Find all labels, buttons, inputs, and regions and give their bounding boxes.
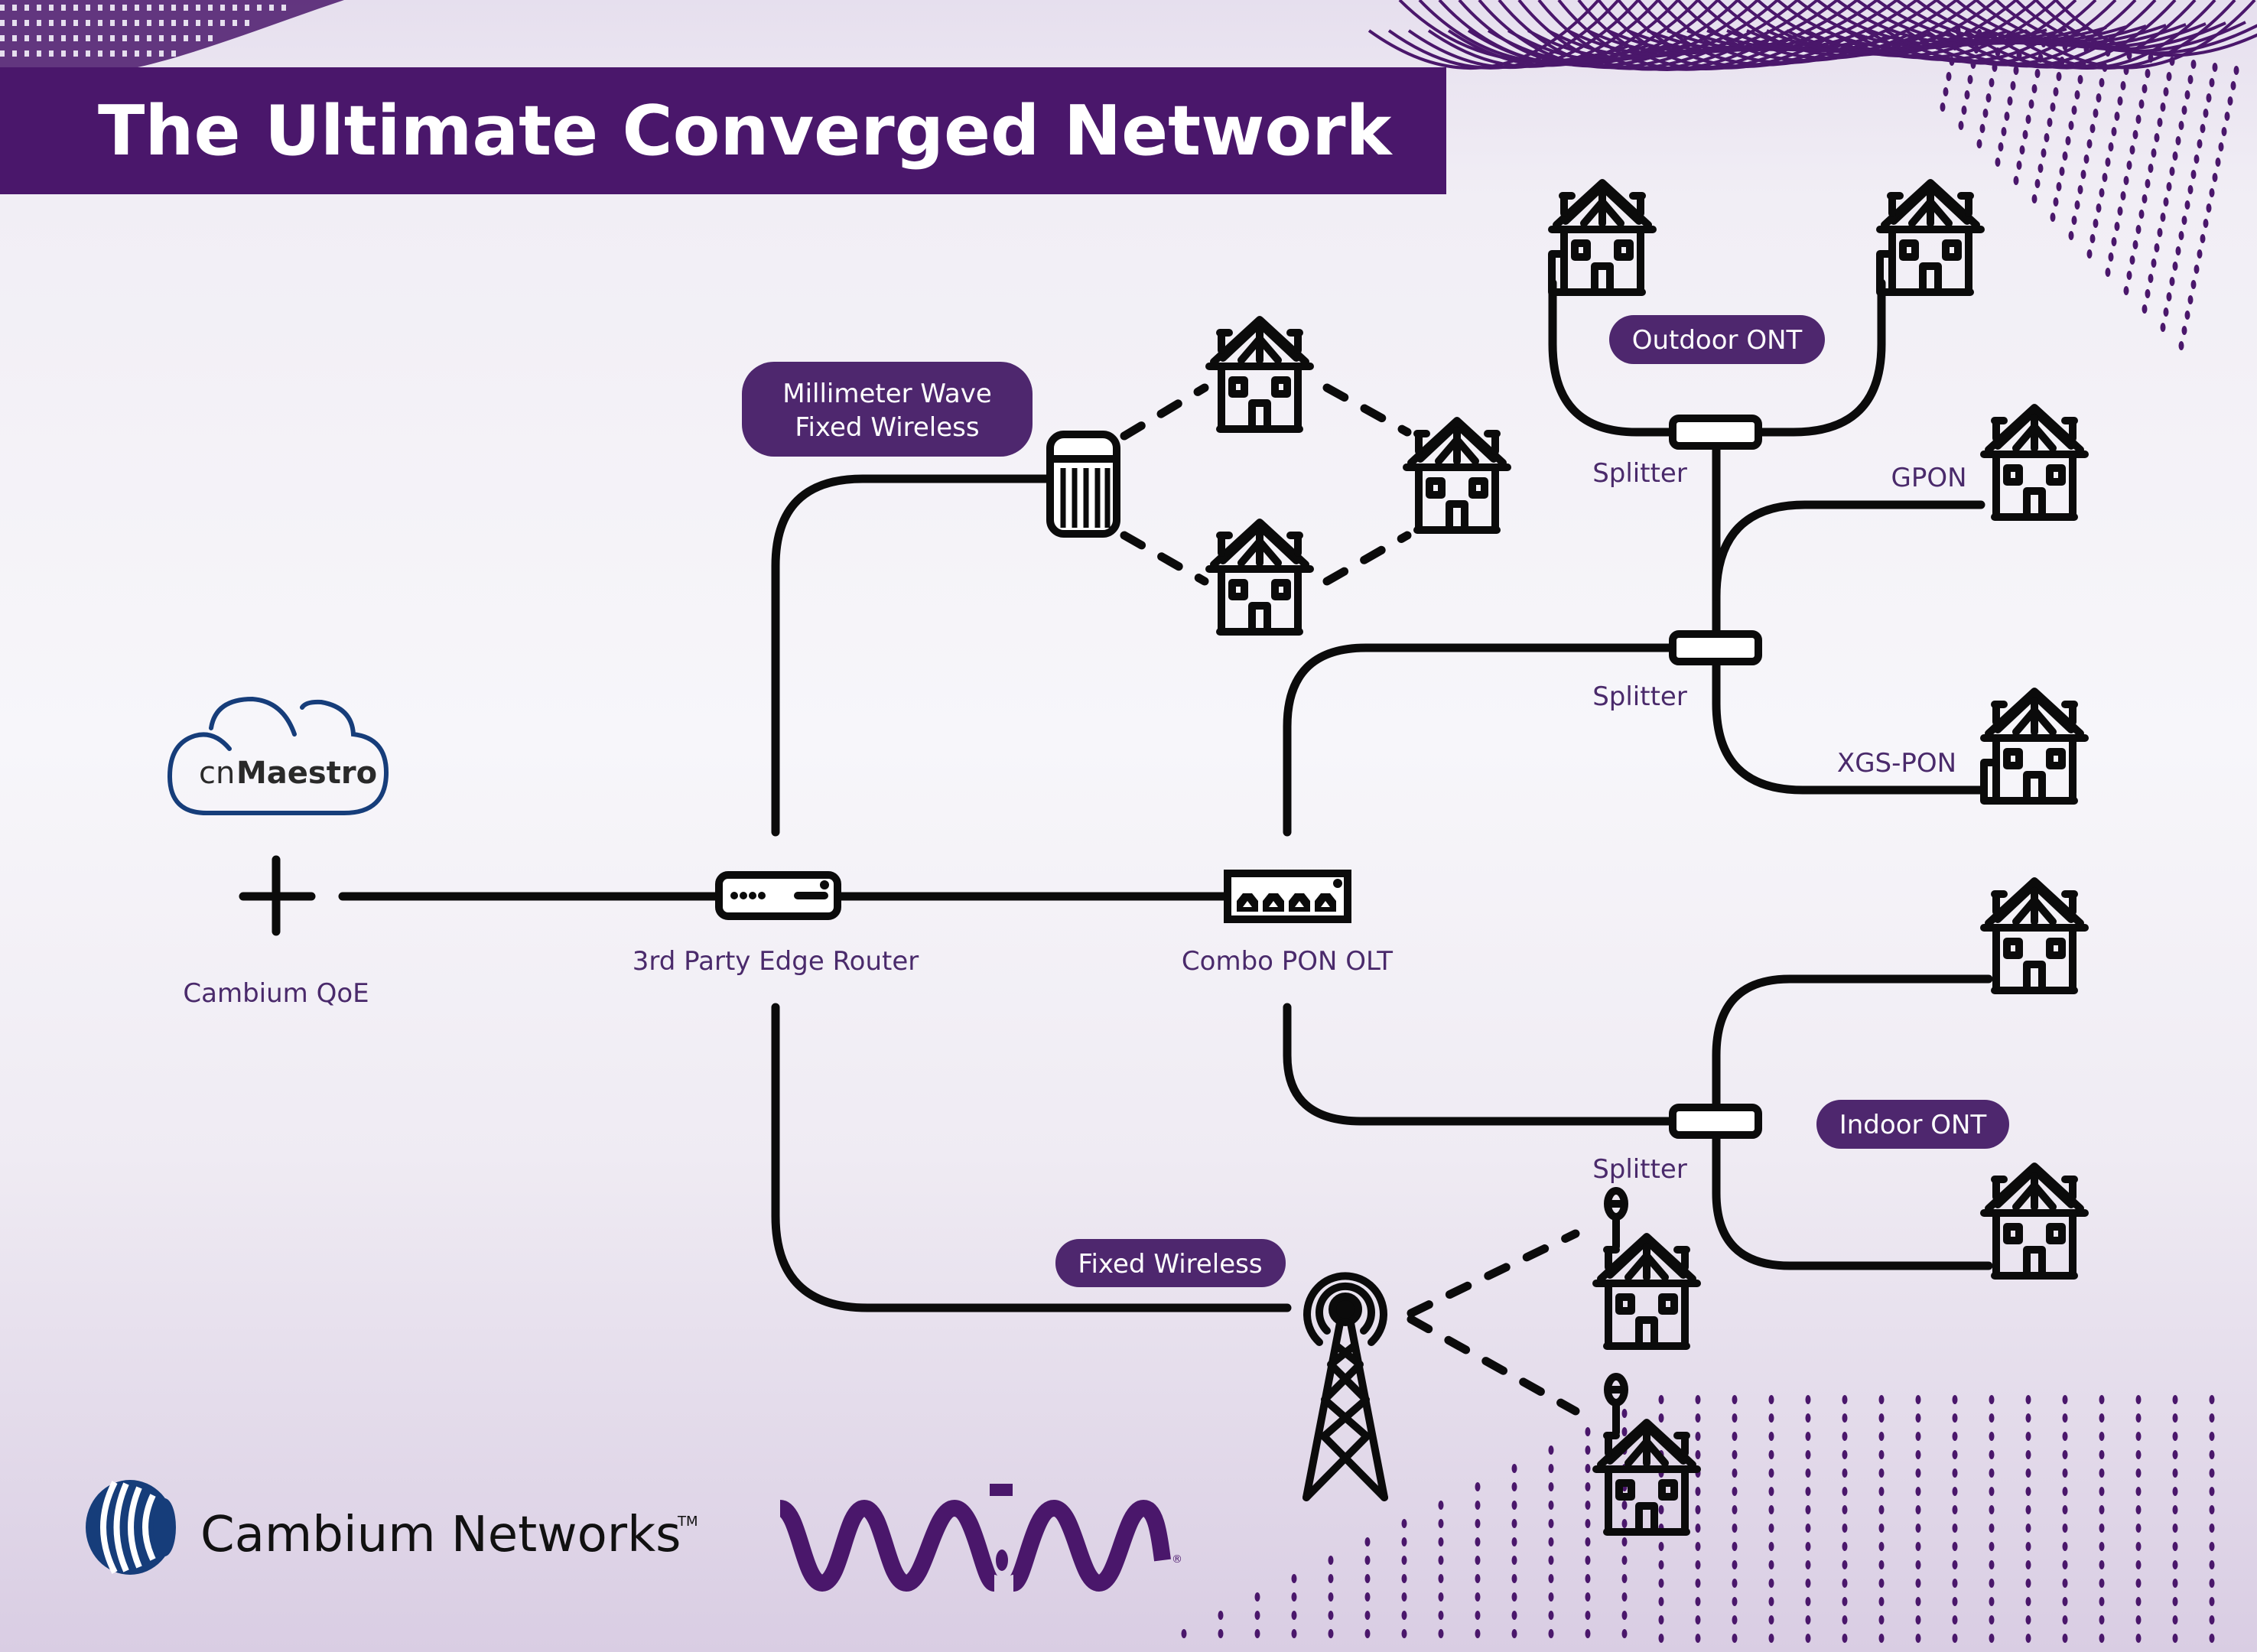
house-icon xyxy=(1407,421,1507,530)
registered-mark: ® xyxy=(1172,1553,1182,1566)
house-icon xyxy=(1552,183,1653,292)
splitter-icon xyxy=(1669,1104,1762,1139)
house-icon xyxy=(1984,1166,2085,1276)
wire-outdoor-left xyxy=(1548,278,1673,437)
decor-top-right-mesh xyxy=(1368,0,2257,71)
wires xyxy=(338,278,1993,1416)
cambium-networks-wordmark: Cambium Networks xyxy=(200,1507,681,1563)
router-icon xyxy=(715,871,841,920)
gpon-label: GPON xyxy=(1891,463,1966,493)
wire-indoor-top xyxy=(1712,974,1993,1109)
wire-gpon xyxy=(1712,500,1985,601)
cloud-icon xyxy=(167,696,389,815)
cell-tower-icon xyxy=(1302,1272,1388,1501)
fixed-wireless-node: Fixed Wireless xyxy=(1055,1239,1388,1501)
mmwave-radio-icon xyxy=(1046,431,1120,538)
cambium-networks-logo: Cambium Networks TM xyxy=(86,1480,698,1575)
wire-olt-splitter3 xyxy=(1283,1003,1674,1126)
wireless-link xyxy=(1407,1229,1580,1318)
indoor-ont-label: Indoor ONT xyxy=(1839,1110,1987,1140)
cnmaestro-logo: cn Maestro xyxy=(167,696,389,815)
wireless-link xyxy=(1120,531,1209,586)
wireless-link xyxy=(1120,383,1209,441)
wire-router-tower xyxy=(771,1003,1292,1312)
wire-outdoor-right xyxy=(1756,278,1886,437)
house-icon xyxy=(1880,183,1981,292)
xgs-pon-label: XGS-PON xyxy=(1837,748,1956,779)
decor-top-right-dots xyxy=(1940,26,2239,350)
indoor-ont-pill: Indoor ONT xyxy=(1816,1100,2009,1149)
fixed-wireless-label: Fixed Wireless xyxy=(1078,1249,1262,1280)
olt-node: Combo PON OLT xyxy=(1182,870,1393,977)
plus-icon xyxy=(239,855,316,936)
mmwave-node: Millimeter Wave Fixed Wireless xyxy=(742,362,1120,538)
wireless-link xyxy=(1322,383,1412,437)
house-icon xyxy=(1209,522,1310,632)
decor-top-left-halftone xyxy=(0,0,344,67)
splitter-boxes xyxy=(1669,415,1762,1139)
mmwave-label-line2: Fixed Wireless xyxy=(795,412,979,443)
splitter-label: Splitter xyxy=(1592,681,1687,712)
qoe-label: Cambium QoE xyxy=(183,978,369,1009)
outdoor-ont-pill: Outdoor ONT xyxy=(1609,315,1825,364)
wav-wordmark-icon xyxy=(777,1499,1171,1592)
splitter-label: Splitter xyxy=(1592,458,1687,489)
decor-bottom-right-dots xyxy=(1181,1395,2215,1643)
mmwave-pill: Millimeter Wave Fixed Wireless xyxy=(742,362,1033,457)
house-icon xyxy=(1984,691,2085,801)
qoe-node: Cambium QoE xyxy=(183,855,369,1009)
house-icon xyxy=(1209,320,1310,429)
splitter-icon xyxy=(1669,415,1762,450)
wire-router-mmwave xyxy=(771,474,1051,837)
wire-indoor-bottom xyxy=(1712,1133,1993,1270)
trademark-mark: TM xyxy=(677,1514,698,1530)
wireless-link xyxy=(1322,531,1412,586)
cambium-swirl-icon xyxy=(86,1480,176,1575)
title-banner-bg xyxy=(0,67,1446,194)
wire-xgs-pon xyxy=(1712,659,1985,795)
house-icon xyxy=(1984,408,2085,517)
mmwave-label-line1: Millimeter Wave xyxy=(782,379,992,409)
router-label: 3rd Party Edge Router xyxy=(633,946,919,977)
splitter-icon xyxy=(1669,630,1762,665)
page-title: The Ultimate Converged Network xyxy=(98,91,1394,171)
fixed-wireless-pill: Fixed Wireless xyxy=(1055,1239,1286,1287)
olt-icon xyxy=(1224,870,1351,923)
cnmaestro-prefix: cn xyxy=(199,756,235,791)
router-node: 3rd Party Edge Router xyxy=(633,871,919,977)
title-banner: The Ultimate Converged Network xyxy=(0,67,1446,194)
house-icon xyxy=(1984,881,2085,990)
house-icon xyxy=(1596,1191,1697,1346)
wav-macron xyxy=(990,1484,1013,1496)
cnmaestro-name: Maestro xyxy=(236,756,377,791)
house-icon xyxy=(1596,1377,1697,1532)
outdoor-ont-label: Outdoor ONT xyxy=(1632,325,1803,356)
wireless-link xyxy=(1407,1315,1580,1416)
wav-logo: ® xyxy=(777,1484,1182,1592)
splitter-label: Splitter xyxy=(1592,1154,1687,1185)
olt-label: Combo PON OLT xyxy=(1182,946,1393,977)
wire-olt-splitter2 xyxy=(1283,643,1673,837)
